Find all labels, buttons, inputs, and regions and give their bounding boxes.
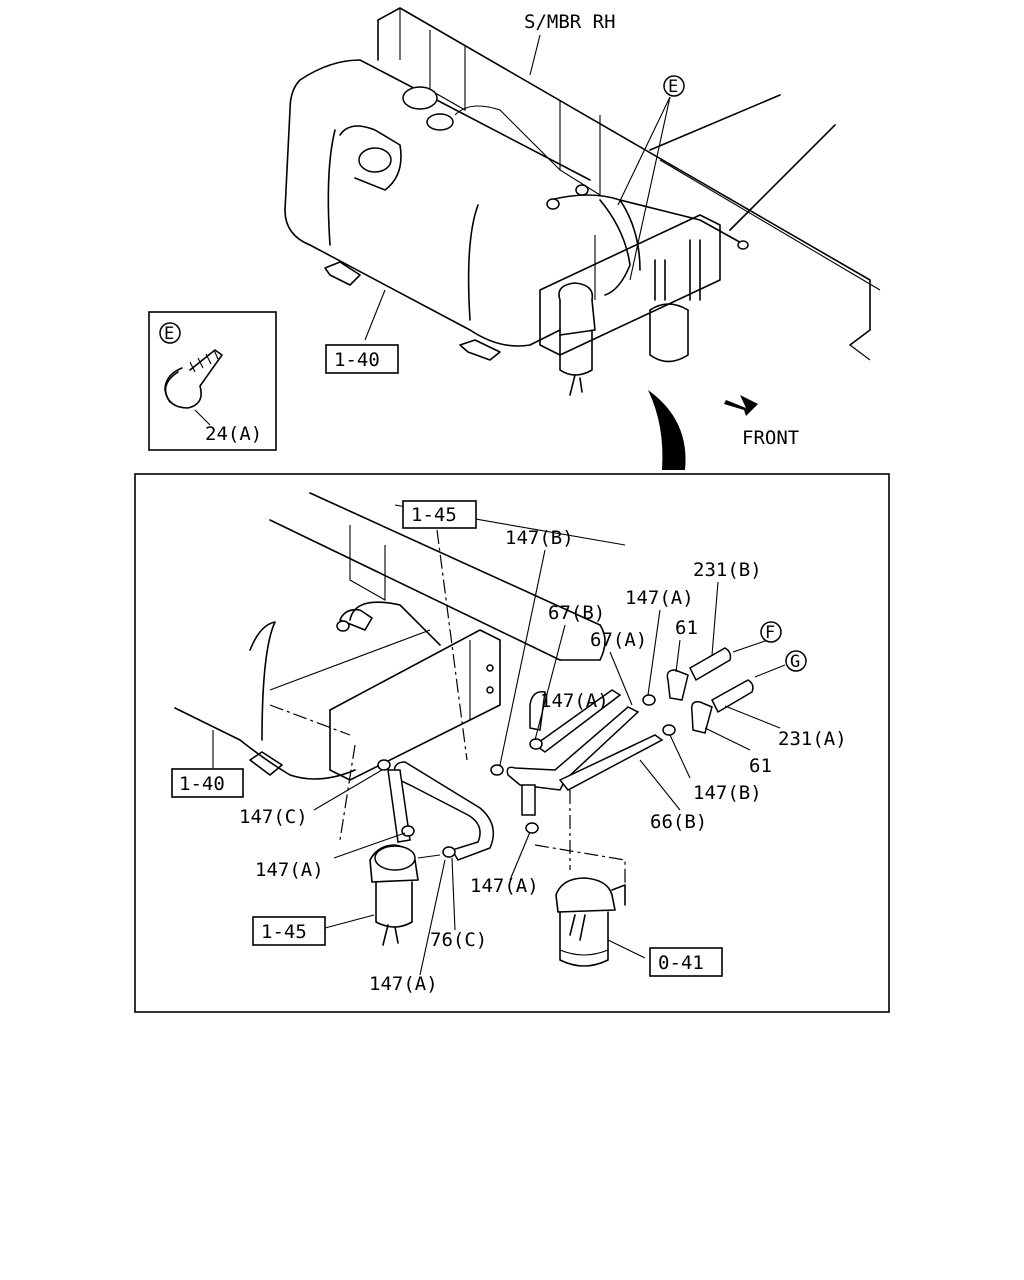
ref-box-145-bottom: 1-45 (252, 916, 326, 946)
part-label: 147(A) (470, 875, 539, 897)
overview-illustration (284, 7, 881, 470)
part-label: 67(B) (548, 602, 605, 624)
part-label: 147(A) (369, 973, 438, 995)
detail-e-badge: E (164, 324, 174, 344)
callout-e-top: E (663, 75, 685, 97)
ref-box-145-top: 1-45 (402, 500, 477, 529)
svg-text:1-40: 1-40 (334, 349, 380, 371)
callout-f: F (760, 621, 782, 643)
ref-box-140: 1-40 (171, 768, 244, 798)
part-label: 61 (749, 755, 772, 777)
detail-e-part: 24(A) (205, 423, 262, 445)
part-label: 76(C) (430, 929, 487, 951)
detail-frame (134, 473, 890, 1013)
part-label: 67(A) (590, 629, 647, 651)
front-label: FRONT (742, 427, 799, 449)
callout-g: G (785, 650, 807, 672)
svg-text:1-40: 1-40 (179, 773, 225, 795)
front-arrow-icon (724, 395, 758, 416)
part-label: 66(B) (650, 811, 707, 833)
part-label: 61 (675, 617, 698, 639)
detail-e-inset: E 24(A) (148, 311, 277, 451)
part-label: 231(A) (778, 728, 847, 750)
member-label: S/MBR RH (524, 11, 616, 33)
detail-transition-arrow-icon (648, 390, 686, 470)
svg-text:1-45: 1-45 (411, 504, 457, 526)
ref-box-041: 0-41 (649, 947, 723, 977)
svg-text:1-45: 1-45 (261, 921, 307, 943)
svg-text:E: E (668, 77, 678, 97)
svg-text:0-41: 0-41 (658, 952, 704, 974)
svg-text:F: F (765, 623, 775, 643)
tank-ref-box: 1-40 (325, 344, 399, 374)
part-label: 147(C) (239, 806, 308, 828)
part-label: 147(A) (625, 587, 694, 609)
part-label: 147(B) (505, 527, 574, 549)
detail-illustration (174, 492, 786, 976)
svg-text:G: G (790, 652, 800, 672)
part-label: 147(B) (693, 782, 762, 804)
part-label: 147(A) (255, 859, 324, 881)
part-label: 231(B) (693, 559, 762, 581)
part-label: 147(A) (540, 690, 609, 712)
